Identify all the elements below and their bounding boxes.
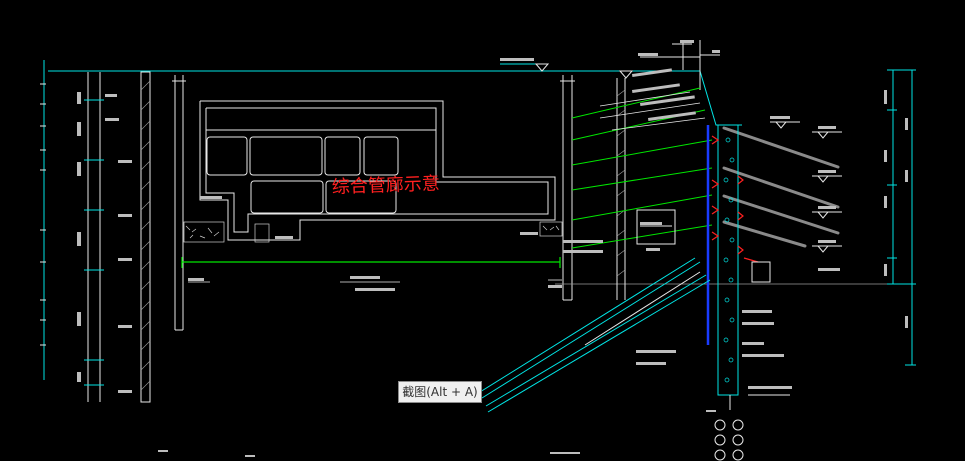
screenshot-tooltip: 截图(Alt + A) [398, 381, 482, 403]
sub-dimension [188, 279, 562, 283]
left-axis-ticks [40, 83, 46, 346]
width-dimension-line [181, 257, 561, 268]
drawing-title: 综合管廊示意 [331, 173, 440, 198]
level-markers [751, 121, 842, 283]
ground-line [48, 63, 742, 126]
excavation-walls [172, 75, 575, 331]
pile-wall [717, 124, 739, 396]
inclined-anchors [479, 257, 711, 413]
foundation-cushion [183, 221, 563, 243]
pipe-gallery-structure [199, 100, 556, 241]
gray-anchors [722, 126, 840, 248]
hatched-slope-face [616, 78, 626, 300]
green-soil-nails [571, 87, 713, 249]
top-dimensions [640, 40, 720, 90]
upper-nails [599, 91, 706, 131]
small-cad-labels [77, 40, 908, 457]
right-dimension-column [887, 69, 916, 366]
annotation-box [636, 209, 676, 245]
bottom-piles [714, 394, 790, 461]
left-stratum-column [43, 60, 151, 403]
red-anchor-heads [711, 135, 759, 263]
